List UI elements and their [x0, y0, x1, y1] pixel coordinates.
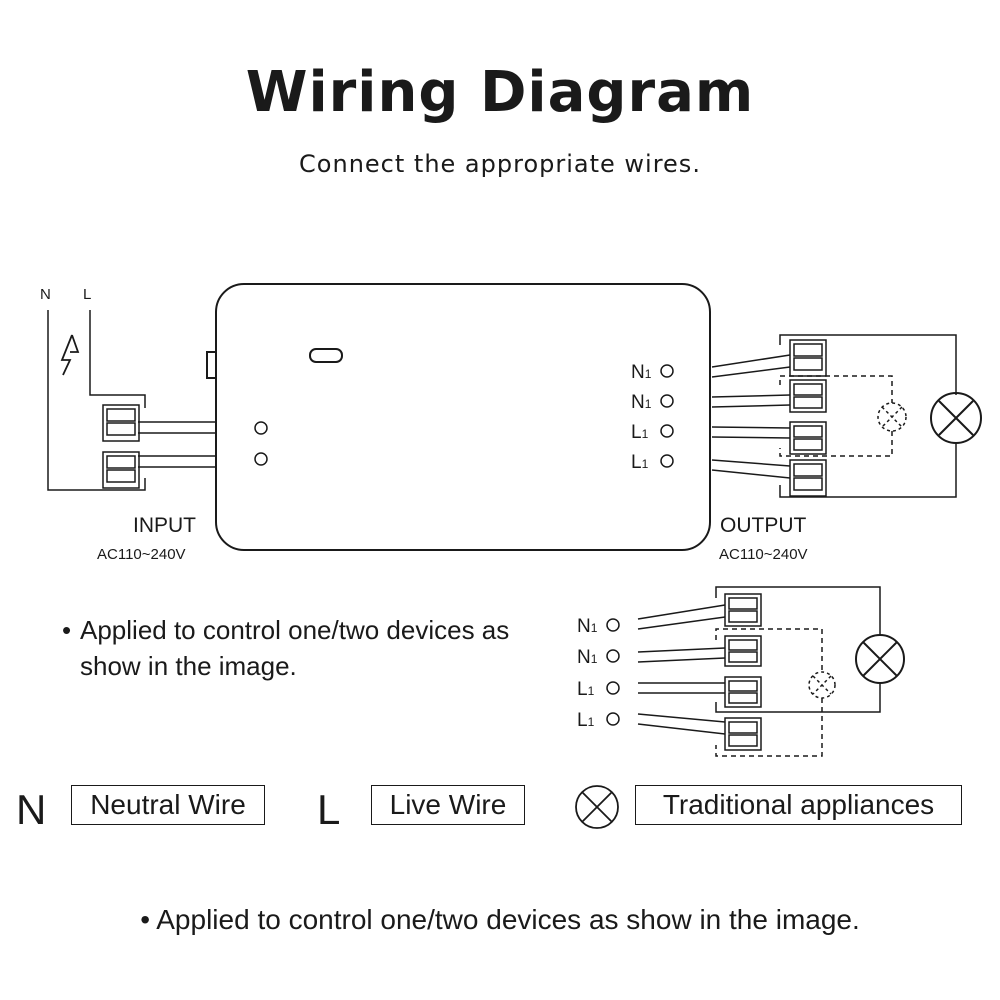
svg-text:N1: N1 — [631, 392, 652, 413]
terminal-letter: L — [631, 422, 642, 443]
secondary-terminal-hole-2 — [606, 649, 620, 663]
output-wire-1a — [711, 354, 791, 368]
terminal-letter: N — [577, 647, 591, 668]
output-terminal-hole-3 — [660, 424, 674, 438]
legend-neutral-letter: N — [16, 786, 47, 833]
output-connector-2 — [789, 379, 827, 413]
terminal-letter: N — [577, 616, 591, 637]
bullet: • — [62, 615, 72, 645]
svg-text:L1: L1 — [631, 422, 649, 443]
output-label: OUTPUT — [720, 514, 807, 537]
terminal-sub: 1 — [642, 427, 649, 441]
secondary-connector-3 — [724, 676, 762, 708]
secondary-wire-1b — [637, 616, 726, 630]
neutral-supply-wire — [47, 310, 146, 491]
supply-label-neutral: N — [40, 286, 51, 303]
lamp-cross-icon-dashed — [877, 402, 907, 432]
side-tab — [206, 351, 217, 379]
output-connector-3 — [789, 421, 827, 455]
secondary-wire-2b — [637, 657, 726, 663]
output-terminal-hole-2 — [660, 394, 674, 408]
secondary-lamp-cross-icon-dashed — [808, 671, 836, 699]
input-label: INPUT — [133, 514, 196, 537]
input-hole-top — [254, 421, 268, 435]
terminal-sub: 1 — [591, 621, 598, 635]
controller-box — [215, 283, 711, 551]
secondary-terminal-labels: N1 N1 L1 L1 — [577, 616, 598, 731]
output-wire-4a — [711, 459, 791, 467]
lamp-cross-icon — [930, 392, 982, 444]
secondary-terminal-hole-4 — [606, 712, 620, 726]
usage-note-1-text: Applied to control one/two devices as sh… — [80, 615, 510, 681]
terminal-sub: 1 — [645, 367, 652, 381]
terminal-sub: 1 — [591, 652, 598, 666]
terminal-sub: 1 — [588, 684, 595, 698]
load-wire-solid-return — [779, 442, 957, 498]
output-terminal-hole-4 — [660, 454, 674, 468]
secondary-terminal-hole-3 — [606, 681, 620, 695]
load-wire-solid — [779, 334, 957, 395]
svg-text:L1: L1 — [631, 452, 649, 473]
terminal-letter: L — [577, 710, 588, 731]
output-wire-3b — [711, 436, 791, 439]
lightning-icon — [60, 334, 80, 376]
secondary-wire-1a — [637, 604, 726, 620]
terminal-sub: 1 — [588, 715, 595, 729]
output-wire-3a — [711, 426, 791, 429]
load-wire-dashed — [779, 375, 893, 403]
legend-neutral-label: Neutral Wire — [71, 785, 265, 825]
output-terminal-hole-1 — [660, 364, 674, 378]
terminal-letter: N — [631, 392, 645, 413]
supply-label-live: L — [83, 286, 91, 303]
terminal-letter: N — [631, 362, 645, 383]
output-wire-1b — [711, 366, 791, 378]
output-terminal-labels: N1 N1 L1 L1 — [631, 362, 652, 473]
svg-text:L1: L1 — [577, 679, 595, 700]
terminal-sub: 1 — [645, 397, 652, 411]
secondary-connector-2 — [724, 635, 762, 667]
secondary-load-dashed — [715, 628, 823, 672]
input-voltage: AC110~240V — [97, 546, 186, 563]
load-wire-dashed-return — [779, 431, 893, 457]
svg-text:N1: N1 — [577, 616, 598, 637]
output-wire-2a — [711, 394, 791, 398]
svg-text:N1: N1 — [631, 362, 652, 383]
secondary-load-dashed-return — [715, 698, 823, 757]
legend-live-letter: L — [317, 786, 341, 833]
legend-appliance-label: Traditional appliances — [635, 785, 962, 825]
secondary-load-solid-return — [715, 683, 881, 713]
secondary-wire-4b — [637, 723, 726, 735]
secondary-terminal-hole-1 — [606, 618, 620, 632]
page-title: Wiring Diagram — [245, 60, 755, 125]
page-subtitle: Connect the appropriate wires. — [299, 150, 701, 178]
secondary-connector-4 — [724, 717, 762, 751]
terminal-letter: L — [631, 452, 642, 473]
input-connector-neutral — [102, 451, 140, 489]
terminal-sub: 1 — [642, 457, 649, 471]
secondary-wire-4a — [637, 713, 726, 723]
input-connector-live — [102, 404, 140, 442]
input-hole-bottom — [254, 452, 268, 466]
status-led — [309, 348, 343, 363]
output-voltage: AC110~240V — [719, 546, 808, 563]
output-connector-4 — [789, 459, 827, 497]
secondary-connector-1 — [724, 593, 762, 627]
usage-note-2: • Applied to control one/two devices as … — [140, 904, 860, 935]
secondary-load-solid — [715, 586, 881, 636]
svg-text:L1: L1 — [577, 710, 595, 731]
output-wire-2b — [711, 404, 791, 408]
output-wire-4b — [711, 469, 791, 479]
output-connector-1 — [789, 339, 827, 377]
svg-text:N1: N1 — [577, 647, 598, 668]
secondary-wire-2a — [637, 647, 726, 653]
terminal-letter: L — [577, 679, 588, 700]
legend-lamp-cross-icon — [575, 785, 619, 829]
live-supply-wire — [89, 310, 146, 408]
secondary-lamp-cross-icon — [855, 634, 905, 684]
legend-live-label: Live Wire — [371, 785, 525, 825]
usage-note-1: • Applied to control one/two devices as … — [62, 612, 542, 684]
